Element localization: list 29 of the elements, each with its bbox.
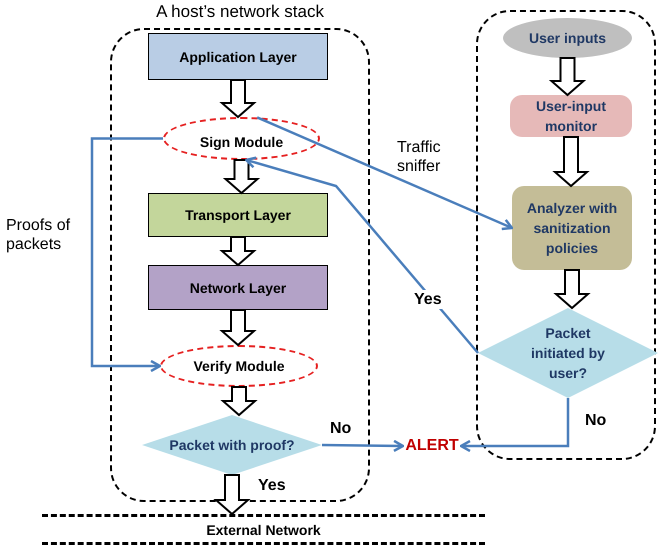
- alert-text: ALERT: [403, 436, 461, 456]
- block-arrow: [219, 309, 257, 346]
- block-arrow: [220, 386, 258, 416]
- network-band: External Network: [42, 514, 485, 545]
- arrow: [256, 116, 514, 230]
- module-ellipse: Sign Module: [163, 117, 320, 160]
- container-title: A host’s network stack: [155, 2, 325, 22]
- process-box: Application Layer: [148, 33, 328, 80]
- process-box: Transport Layer: [148, 193, 328, 237]
- block-arrow: [219, 236, 257, 266]
- block-arrow: [213, 474, 251, 516]
- process-box: Analyzer with sanitization policies: [512, 186, 632, 270]
- decision-diamond: Packet with proof?: [142, 415, 322, 475]
- arrow: [244, 156, 479, 354]
- dashed-container: [476, 10, 656, 460]
- process-box: Network Layer: [148, 265, 328, 310]
- input-ellipse: User inputs: [503, 18, 632, 58]
- block-arrow: [552, 136, 590, 188]
- decision-diamond: Packet initiated by user?: [478, 308, 658, 398]
- block-arrow: [219, 79, 257, 118]
- edge-label: Yes: [414, 290, 442, 309]
- block-arrow: [548, 57, 586, 96]
- block-arrow: [222, 159, 260, 194]
- arrow: [90, 137, 163, 372]
- module-ellipse: Verify Module: [160, 345, 318, 387]
- process-box: User-input monitor: [510, 95, 632, 137]
- arrow: [460, 398, 570, 452]
- block-arrow: [553, 269, 591, 310]
- arrow: [322, 440, 404, 452]
